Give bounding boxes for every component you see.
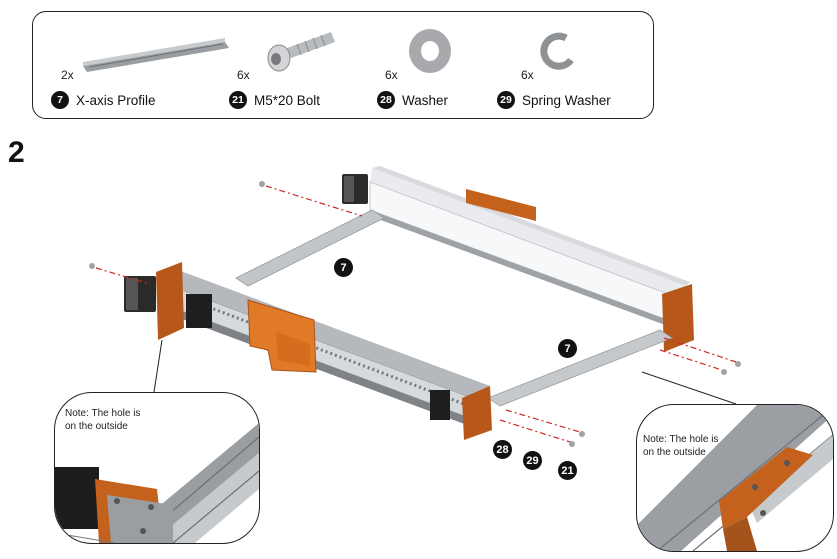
bearing-block bbox=[430, 390, 450, 420]
callout-washer-badge: 28 bbox=[493, 440, 512, 459]
bracket bbox=[462, 386, 492, 440]
part-label: 28 Washer bbox=[377, 91, 448, 109]
detail-view-right: Note: The hole is on the outside bbox=[636, 404, 834, 552]
note-text: Note: The hole is on the outside bbox=[643, 434, 719, 458]
part-name: X-axis Profile bbox=[76, 92, 156, 108]
step-number: 2 bbox=[8, 136, 25, 169]
bracket bbox=[662, 284, 694, 352]
bracket bbox=[156, 262, 184, 340]
part-number-badge: 21 bbox=[229, 91, 247, 109]
bolt-icon bbox=[267, 32, 335, 72]
profile-rail-icon bbox=[83, 38, 229, 72]
callout-bolt-badge: 21 bbox=[558, 461, 577, 480]
part-number-badge: 7 bbox=[51, 91, 69, 109]
x-axis-profile bbox=[235, 209, 385, 287]
part-quantity: 6x bbox=[521, 68, 534, 82]
part-label: 7 X-axis Profile bbox=[51, 91, 156, 109]
part-label: 21 M5*20 Bolt bbox=[229, 91, 320, 109]
part-name: M5*20 Bolt bbox=[254, 92, 321, 108]
x-axis-profile bbox=[487, 329, 673, 407]
part-quantity: 2x bbox=[61, 68, 74, 82]
washer-icon bbox=[409, 29, 451, 73]
part-number-badge: 29 bbox=[497, 91, 515, 109]
bearing-block bbox=[186, 294, 212, 328]
back-rail bbox=[369, 166, 690, 332]
part-name: Washer bbox=[402, 92, 449, 108]
part-number-badge: 28 bbox=[377, 91, 395, 109]
motor bbox=[124, 276, 156, 312]
part-label: 29 Spring Washer bbox=[497, 91, 611, 109]
part-quantity: 6x bbox=[237, 68, 250, 82]
parts-list-panel: 2x 6x 6x 6x 7 X-axis Profile 21 M5*20 Bo… bbox=[32, 11, 654, 119]
note-text: Note: The hole is on the outside bbox=[65, 408, 141, 432]
callout-spring-washer-badge: 29 bbox=[523, 451, 542, 470]
callout-profile-badge: 7 bbox=[334, 258, 353, 277]
spring-washer-icon bbox=[540, 32, 574, 70]
bracket bbox=[466, 189, 536, 221]
part-quantity: 6x bbox=[385, 68, 398, 82]
motor bbox=[342, 174, 368, 204]
callout-profile-badge: 7 bbox=[558, 339, 577, 358]
detail-view-left: Note: The hole is on the outside bbox=[54, 392, 260, 544]
part-name: Spring Washer bbox=[522, 92, 611, 108]
